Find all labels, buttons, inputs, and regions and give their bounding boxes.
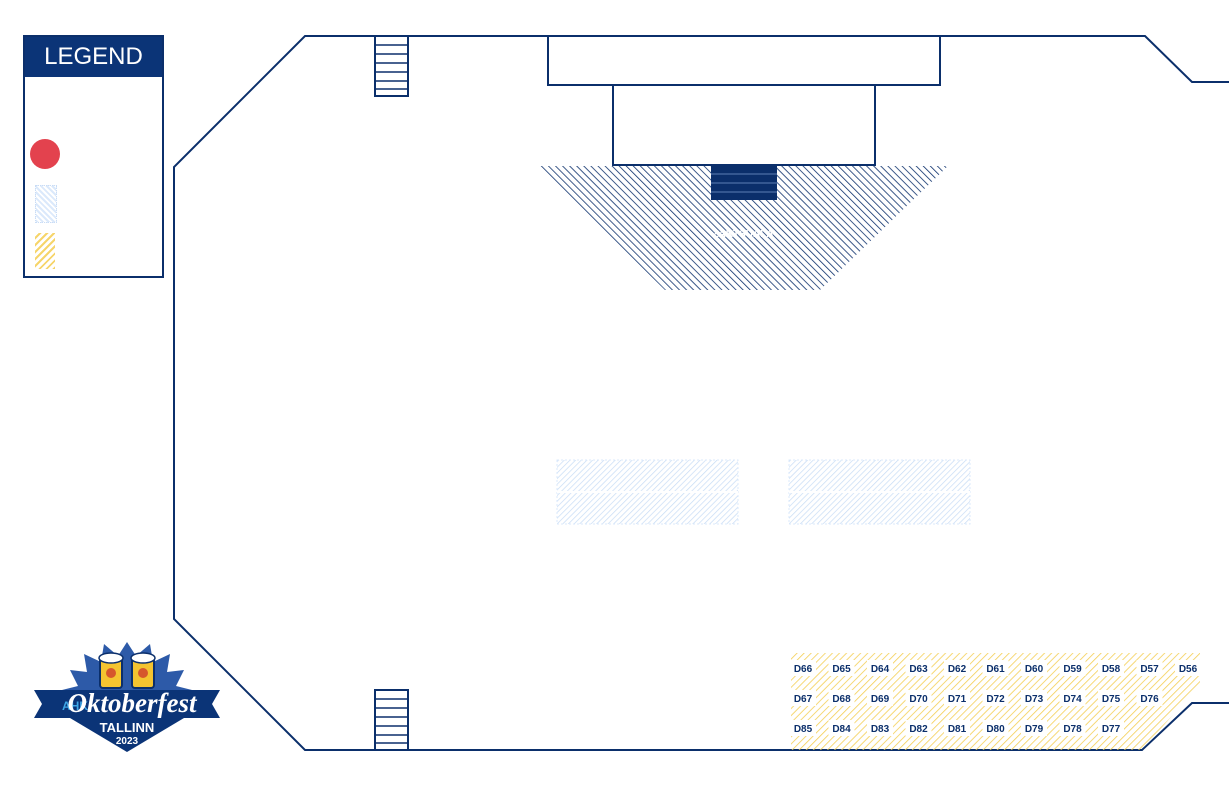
table-cell-bg xyxy=(1175,660,1201,676)
table-label-d60[interactable]: D60 xyxy=(1025,664,1044,675)
table-label-d66[interactable]: D66 xyxy=(794,664,813,675)
table-cell-bg xyxy=(905,720,932,736)
table-label-d73[interactable]: D73 xyxy=(1025,694,1044,705)
table-cell-bg xyxy=(982,690,1009,706)
table-cell-bg xyxy=(790,660,816,676)
table-cell-bg xyxy=(867,660,893,676)
table-label-d85[interactable]: D85 xyxy=(794,724,813,735)
table-cell-bg xyxy=(828,690,855,706)
table-label-d81[interactable]: D81 xyxy=(948,724,967,735)
red-dot-icon xyxy=(30,139,60,169)
table-label-d77[interactable]: D77 xyxy=(1102,724,1121,735)
table-label-d84[interactable]: D84 xyxy=(832,724,851,735)
table-cell-bg xyxy=(982,720,1009,736)
table-cell-bg xyxy=(1021,690,1047,706)
table-label-d68[interactable]: D68 xyxy=(832,694,851,705)
table-cell-bg xyxy=(1059,720,1086,736)
table-cell-bg xyxy=(1136,660,1163,676)
table-cell-bg xyxy=(1059,690,1086,706)
table-cell-bg xyxy=(790,690,816,706)
oktoberfest-logo: AHK Oktoberfest TALLINN 2023 xyxy=(34,642,220,752)
table-label-d69[interactable]: D69 xyxy=(871,694,890,705)
yellow-hatch-swatch xyxy=(35,233,55,269)
table-cell-bg xyxy=(905,660,932,676)
logo-name: Oktoberfest xyxy=(68,688,198,718)
table-label-d80[interactable]: D80 xyxy=(986,724,1005,735)
table-label-d74[interactable]: D74 xyxy=(1063,694,1082,705)
table-label-d58[interactable]: D58 xyxy=(1102,664,1121,675)
table-cell-bg xyxy=(944,720,970,736)
table-label-d71[interactable]: D71 xyxy=(948,694,967,705)
hall-outline xyxy=(173,35,1229,751)
table-cell-bg xyxy=(1021,660,1047,676)
logo-city: TALLINN xyxy=(100,720,155,735)
blue-hatch-swatch xyxy=(35,185,57,223)
logo-starburst-icon xyxy=(62,642,192,700)
front-stage-zone xyxy=(538,166,948,290)
table-label-d61[interactable]: D61 xyxy=(986,664,1005,675)
logo-shield xyxy=(70,718,184,752)
table-cell-bg xyxy=(1059,660,1086,676)
table-label-d59[interactable]: D59 xyxy=(1063,664,1082,675)
table-label-d64[interactable]: D64 xyxy=(871,664,890,675)
table-label-d78[interactable]: D78 xyxy=(1063,724,1082,735)
table-label-d56[interactable]: D56 xyxy=(1179,664,1198,675)
table-cell-bg xyxy=(1098,690,1124,706)
table-label-d76[interactable]: D76 xyxy=(1140,694,1159,705)
stage-front xyxy=(612,84,876,166)
table-label-d72[interactable]: D72 xyxy=(986,694,1005,705)
table-cell-bg xyxy=(1021,720,1047,736)
table-cell-bg xyxy=(828,720,855,736)
stairs-top xyxy=(374,35,409,97)
logo-badge: AHK xyxy=(62,699,88,713)
table-label-d83[interactable]: D83 xyxy=(871,724,890,735)
table-cell-bg xyxy=(828,660,855,676)
table-cell-bg xyxy=(944,660,970,676)
logo-year: 2023 xyxy=(116,736,139,747)
table-label-d67[interactable]: D67 xyxy=(794,694,813,705)
table-cell-bg xyxy=(867,690,893,706)
table-cell-bg xyxy=(1098,720,1124,736)
table-cell-bg xyxy=(982,660,1009,676)
table-label-d79[interactable]: D79 xyxy=(1025,724,1044,735)
stage-back xyxy=(547,35,941,86)
table-cell-bg xyxy=(867,720,893,736)
table-block-right xyxy=(788,459,971,525)
table-cell-bg xyxy=(905,690,932,706)
table-label-d62[interactable]: D62 xyxy=(948,664,967,675)
table-label-d75[interactable]: D75 xyxy=(1102,694,1121,705)
table-label-d65[interactable]: D65 xyxy=(832,664,851,675)
table-label-d82[interactable]: D82 xyxy=(909,724,928,735)
table-cell-bg xyxy=(790,720,816,736)
stairs-bottom xyxy=(374,689,409,751)
table-label-d57[interactable]: D57 xyxy=(1140,664,1159,675)
beer-mugs-icon xyxy=(98,652,156,689)
legend-panel: LEGEND xyxy=(23,35,164,278)
table-cell-bg xyxy=(1136,690,1163,706)
logo-banner xyxy=(34,690,220,718)
table-label-d63[interactable]: D63 xyxy=(909,664,928,675)
table-cell-bg xyxy=(944,690,970,706)
table-block-left xyxy=(556,459,739,525)
table-label-d70[interactable]: D70 xyxy=(909,694,928,705)
table-cell-bg xyxy=(1098,660,1124,676)
legend-title: LEGEND xyxy=(25,37,162,77)
front-stage-label: ZAKTSUALA xyxy=(712,229,773,240)
